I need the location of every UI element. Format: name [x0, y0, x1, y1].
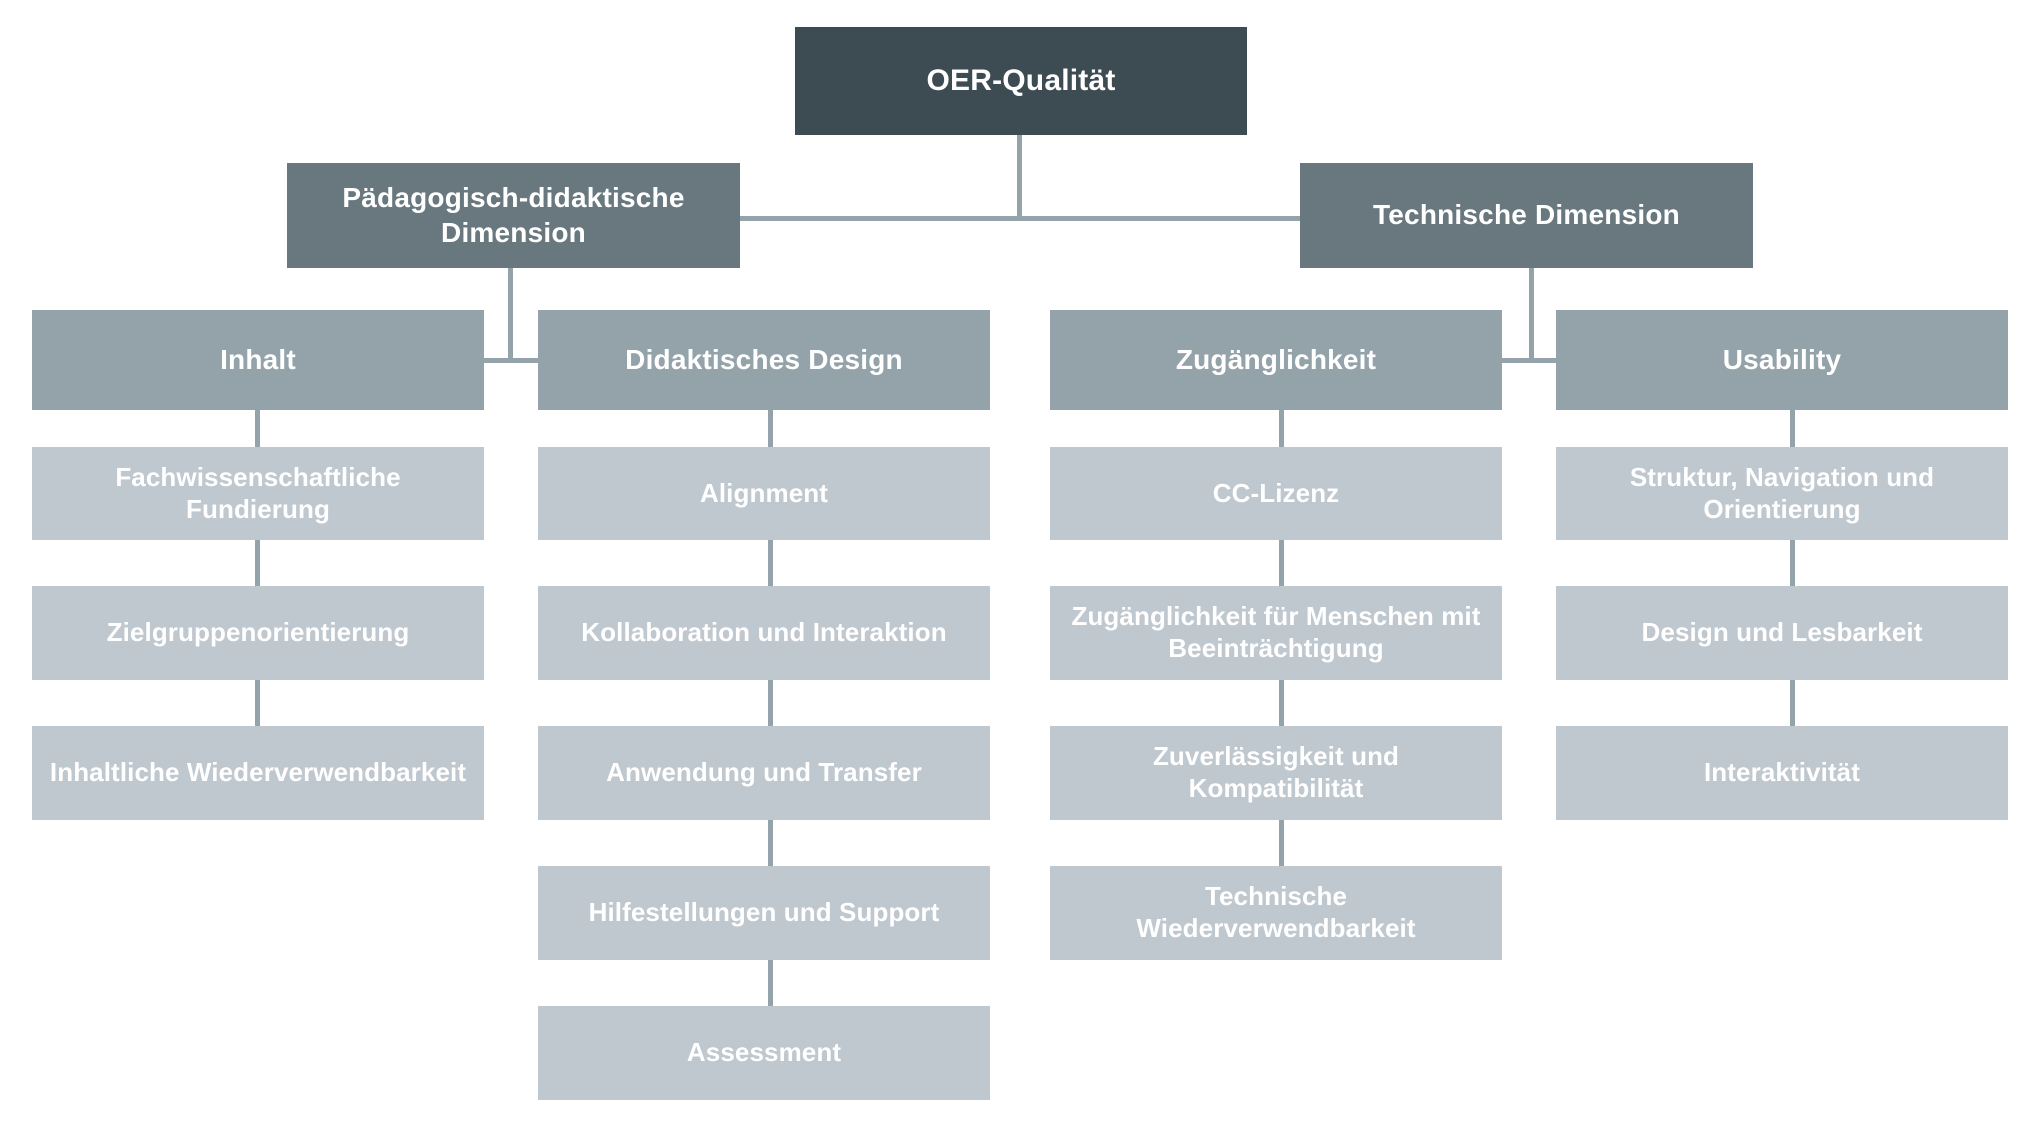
connector-col3-seg1 [1279, 410, 1284, 447]
node-dimension-paedagogisch-didaktisch[interactable]: Pädagogisch-didaktische Dimension [287, 163, 740, 268]
node-dimension-technische[interactable]: Technische Dimension [1300, 163, 1753, 268]
connector-col2-seg5 [768, 960, 773, 1006]
connector-col1-seg1 [255, 410, 260, 447]
connector-col2-seg4 [768, 820, 773, 866]
node-leaf-interaktivitaet[interactable]: Interaktivität [1556, 726, 2008, 820]
node-leaf-design-und-lesbarkeit[interactable]: Design und Lesbarkeit [1556, 586, 2008, 680]
node-leaf-struktur-navigation-und-orientierung[interactable]: Struktur, Navigation und Orientierung [1556, 447, 2008, 540]
connector-col1-seg3 [255, 680, 260, 726]
connector-col2-seg1 [768, 410, 773, 447]
node-category-zugaenglichkeit[interactable]: Zugänglichkeit [1050, 310, 1502, 410]
node-leaf-assessment[interactable]: Assessment [538, 1006, 990, 1100]
connector-col2-seg2 [768, 540, 773, 586]
node-leaf-zugaenglichkeit-fuer-menschen-mit-beeintraechtigung[interactable]: Zugänglichkeit für Menschen mit Beeinträ… [1050, 586, 1502, 680]
node-leaf-zielgruppenorientierung[interactable]: Zielgruppenorientierung [32, 586, 484, 680]
node-category-inhalt[interactable]: Inhalt [32, 310, 484, 410]
node-category-usability[interactable]: Usability [1556, 310, 2008, 410]
connector-root-vertical [1017, 135, 1022, 218]
node-leaf-kollaboration-und-interaktion[interactable]: Kollaboration und Interaktion [538, 586, 990, 680]
connector-left-dimension-vertical [508, 268, 513, 363]
connector-col1-seg2 [255, 540, 260, 586]
connector-left-category-bus [452, 358, 570, 363]
connector-right-category-bus [1472, 358, 1590, 363]
node-leaf-technische-wiederverwendbarkeit[interactable]: Technische Wiederverwendbarkeit [1050, 866, 1502, 960]
connector-col3-seg3 [1279, 680, 1284, 726]
node-leaf-cc-lizenz[interactable]: CC-Lizenz [1050, 447, 1502, 540]
connector-dimension-bus [740, 216, 1300, 221]
connector-right-dimension-vertical [1529, 268, 1534, 363]
connector-col4-seg3 [1790, 680, 1795, 726]
connector-col4-seg2 [1790, 540, 1795, 586]
node-category-didaktisches-design[interactable]: Didaktisches Design [538, 310, 990, 410]
node-leaf-anwendung-und-transfer[interactable]: Anwendung und Transfer [538, 726, 990, 820]
connector-col4-seg1 [1790, 410, 1795, 447]
connector-col3-seg2 [1279, 540, 1284, 586]
node-leaf-zuverlaessigkeit-und-kompatibilitaet[interactable]: Zuverlässigkeit und Kompatibilität [1050, 726, 1502, 820]
node-leaf-inhaltliche-wiederverwendbarkeit[interactable]: Inhaltliche Wiederverwendbarkeit [32, 726, 484, 820]
connector-col2-seg3 [768, 680, 773, 726]
connector-col3-seg4 [1279, 820, 1284, 866]
node-leaf-alignment[interactable]: Alignment [538, 447, 990, 540]
node-root-oer-qualitaet[interactable]: OER-Qualität [795, 27, 1247, 135]
node-leaf-fachwissenschaftliche-fundierung[interactable]: Fachwissenschaftliche Fundierung [32, 447, 484, 540]
node-leaf-hilfestellungen-und-support[interactable]: Hilfestellungen und Support [538, 866, 990, 960]
